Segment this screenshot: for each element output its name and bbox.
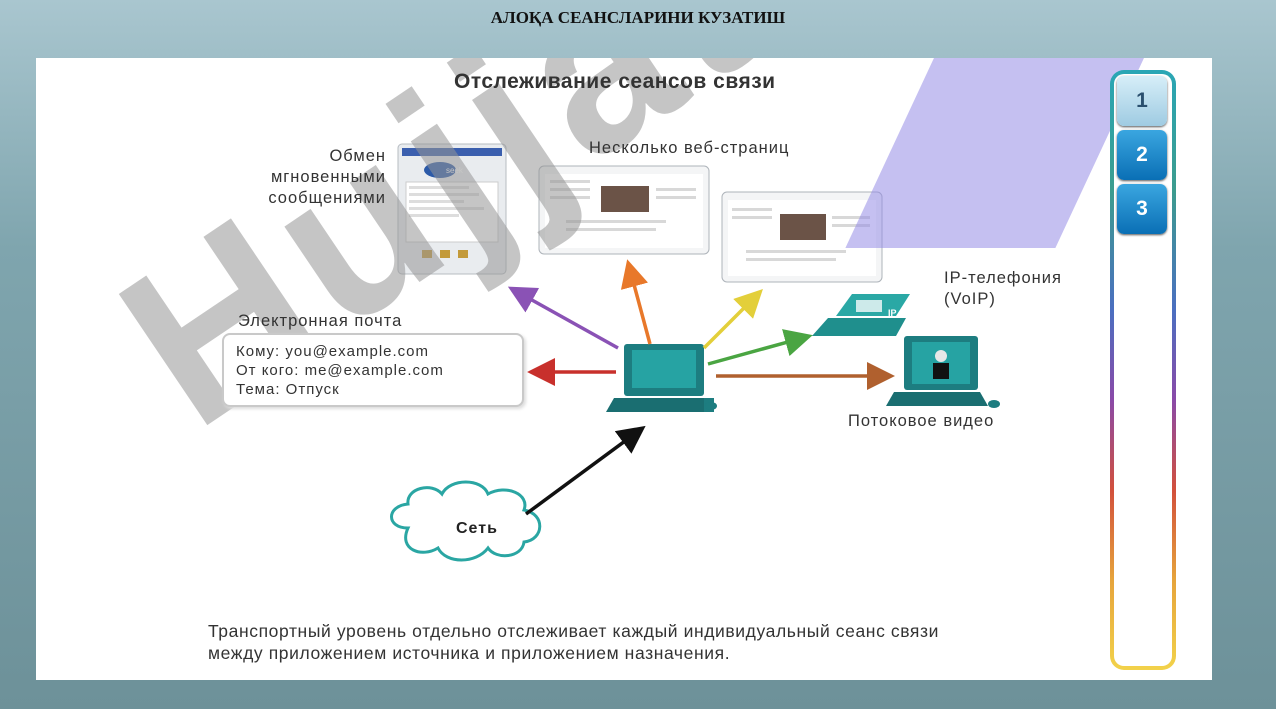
diagram-title: Отслеживание сеансов связи: [454, 70, 776, 93]
arrow-network: [524, 425, 646, 516]
slide-title: АЛОҚА СЕАНСЛАРИНИ КУЗАТИШ: [490, 8, 786, 27]
caption: Транспортный уровень отдельно отслеживае…: [208, 621, 940, 663]
web-page-1: [538, 165, 710, 255]
video-computer: [886, 336, 1000, 408]
arrow-web-1: [620, 259, 652, 345]
arrow-voip: [707, 329, 813, 366]
tab-1[interactable]: 1: [1117, 76, 1167, 126]
email-subject: Тема: Отпуск: [236, 381, 340, 398]
source-computer: [606, 344, 717, 412]
ip-badge: IP: [888, 308, 897, 318]
step-tabs: 1 2 3: [1110, 70, 1176, 670]
arrow-im: [507, 286, 619, 350]
web-pages-label: Несколько веб-страниц: [589, 139, 790, 157]
video-label: Потоковое видео: [848, 412, 995, 430]
diagram-panel: seek IP: [36, 58, 1212, 680]
email-label: Электронная почта: [238, 312, 403, 330]
email-from: От кого: me@example.com: [236, 362, 444, 379]
email-message-box: Кому: you@example.com От кого: me@exampl…: [222, 333, 524, 407]
web-page-2: [721, 191, 883, 283]
voip-label: IP-телефония (VoIP): [944, 269, 1062, 308]
network-cloud: [390, 480, 542, 562]
email-to: Кому: you@example.com: [236, 343, 430, 360]
im-app-logo: seek: [446, 166, 464, 175]
tab-3[interactable]: 3: [1117, 184, 1167, 234]
tab-2[interactable]: 2: [1117, 130, 1167, 180]
diagram-graphics: seek IP: [390, 143, 1000, 562]
im-label: Обмен мгновенными сообщениями: [268, 147, 386, 207]
ip-phone-device: IP: [812, 294, 910, 336]
network-label: Сеть: [456, 520, 498, 537]
arrow-web-2: [702, 289, 763, 350]
im-window: [397, 143, 507, 275]
